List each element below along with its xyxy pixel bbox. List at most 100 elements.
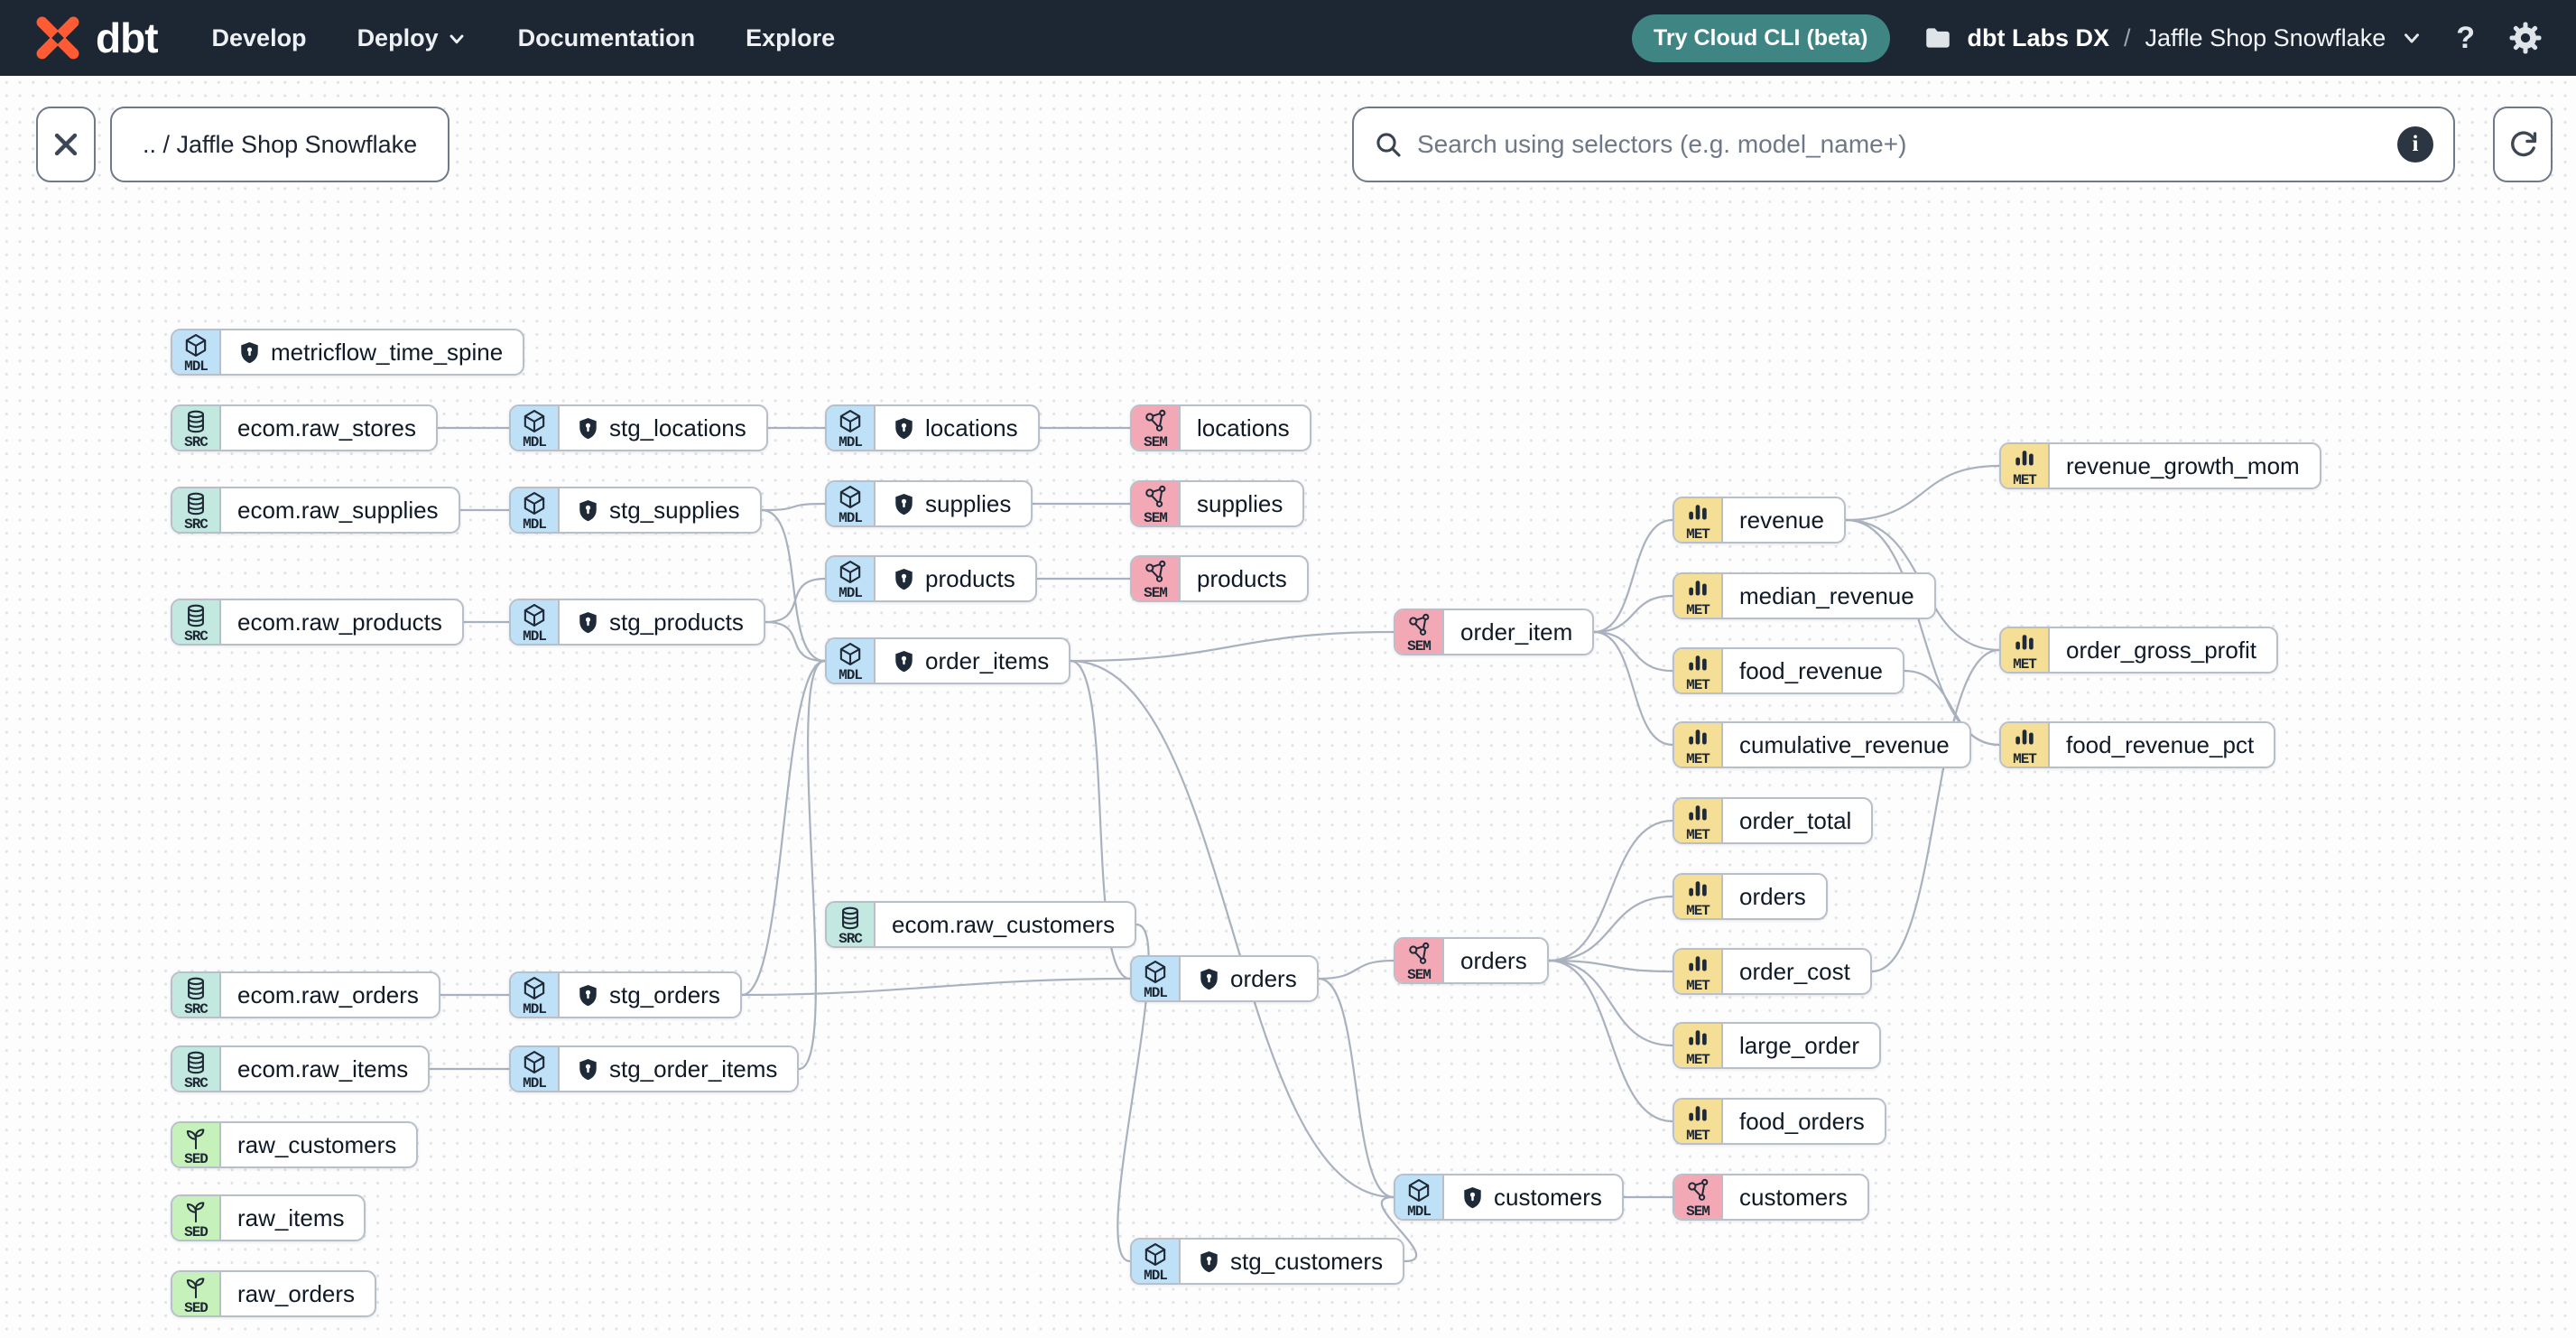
gear-icon[interactable] (2507, 20, 2544, 56)
node-raw_stores[interactable]: SRC ecom.raw_stores (171, 404, 438, 451)
shield-icon (892, 416, 916, 441)
metric-bar-chart-icon: MET (1674, 1024, 1723, 1067)
shield-icon (576, 498, 600, 523)
close-button[interactable] (36, 107, 96, 182)
lineage-edge (761, 508, 826, 663)
shield-icon (892, 492, 916, 516)
node-label: stg_order_items (560, 1047, 797, 1091)
node-label: cumulative_revenue (1739, 730, 1950, 758)
lineage-edge (1318, 977, 1395, 1199)
node-type-label: MET (1686, 902, 1710, 919)
metric-bar-chart-icon: MET (1674, 498, 1723, 542)
node-type-label: MDL (1144, 985, 1168, 1001)
lineage-edge (741, 659, 826, 997)
search-input[interactable] (1417, 130, 2383, 159)
node-seed_raw_customers[interactable]: SED raw_customers (171, 1121, 419, 1168)
help-icon[interactable]: ? (2456, 20, 2475, 55)
seed-sprout-icon: SED (172, 1123, 221, 1166)
node-type-label: SEM (1144, 510, 1168, 526)
node-label: median_revenue (1739, 581, 1914, 609)
node-label: order_items (876, 639, 1069, 683)
lineage-edge (1070, 630, 1395, 663)
try-cloud-cli-button[interactable]: Try Cloud CLI (beta) (1632, 14, 1890, 62)
node-label: raw_customers (237, 1130, 397, 1158)
node-orders_mdl[interactable]: MDL orders (1130, 955, 1319, 1002)
lineage-edge (761, 502, 826, 512)
model-cube-icon: MDL (511, 1047, 560, 1091)
refresh-icon (2507, 129, 2538, 160)
brand[interactable]: dbt (32, 13, 159, 63)
node-type-label: MET (1686, 750, 1710, 767)
source-database-icon: SRC (172, 1047, 221, 1091)
node-label: ecom.raw_items (237, 1055, 409, 1082)
info-icon[interactable]: i (2397, 126, 2433, 163)
main-nav: Develop Deploy Documentation Explore (212, 24, 836, 52)
node-label: ecom.raw_stores (237, 413, 416, 441)
nav-item-documentation[interactable]: Documentation (517, 23, 696, 51)
node-type-label: MET (2013, 471, 2037, 488)
lineage-edge (1871, 648, 2000, 973)
nav-item-deploy[interactable]: Deploy (357, 24, 468, 52)
node-label: customers (1444, 1175, 1622, 1219)
chevron-down-icon[interactable] (2400, 26, 2423, 50)
node-label: metricflow_time_spine (221, 330, 523, 374)
lineage-canvas[interactable]: .. / Jaffle Shop Snowflake i MDL metricfl… (0, 76, 2576, 1338)
node-type-label: SEM (1144, 585, 1168, 601)
project-name[interactable]: Jaffle Shop Snowflake (2145, 23, 2386, 51)
lineage-edge (1548, 959, 1673, 1047)
node-raw_items[interactable]: SRC ecom.raw_items (171, 1045, 431, 1092)
model-cube-icon: MDL (511, 973, 560, 1017)
nav-item-explore[interactable]: Explore (746, 23, 836, 51)
account-name[interactable]: dbt Labs DX (1967, 23, 2110, 51)
node-type-label: SRC (184, 433, 208, 451)
node-label: orders (1181, 957, 1317, 1000)
seed-sprout-icon: SED (172, 1272, 221, 1315)
node-type-label: MDL (523, 1001, 547, 1017)
node-label: supplies (1197, 489, 1283, 517)
nav-item-develop[interactable]: Develop (211, 23, 307, 51)
semantic-model-icon: SEM (1132, 482, 1181, 525)
node-supplies_sem[interactable]: SEM supplies (1130, 480, 1305, 527)
node-type-label: MDL (184, 358, 208, 375)
breadcrumb[interactable]: .. / Jaffle Shop Snowflake (110, 107, 450, 182)
refresh-button[interactable] (2493, 107, 2553, 182)
source-database-icon: SRC (172, 600, 221, 644)
model-cube-icon: MDL (827, 557, 876, 600)
shield-icon (576, 1057, 600, 1082)
node-metricflow_time_spine[interactable]: MDL metricflow_time_spine (171, 329, 525, 376)
node-met_cumulative_revenue[interactable]: MET cumulative_revenue (1673, 721, 1971, 768)
